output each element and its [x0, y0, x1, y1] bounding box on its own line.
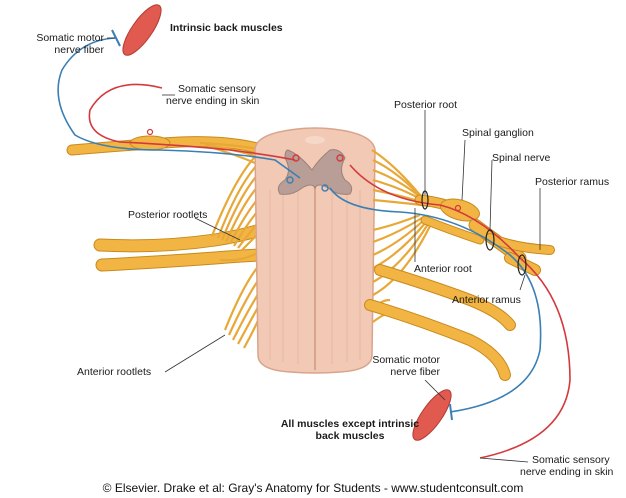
label-somatic-motor-bottom-1: Somatic motor — [372, 354, 440, 366]
label-anterior-root: Anterior root — [414, 263, 472, 275]
limb-muscle — [412, 389, 452, 441]
copyright-caption: © Elsevier. Drake et al: Gray's Anatomy … — [102, 481, 524, 495]
label-somatic-motor-top-2: nerve fiber — [54, 44, 104, 56]
sensory-fiber-top — [88, 83, 296, 161]
label-anterior-rootlets: Anterior rootlets — [77, 366, 152, 378]
label-all-muscles-1: All muscles except intrinsic — [280, 418, 420, 430]
spinal-cord — [254, 127, 376, 374]
leader-lines — [107, 37, 541, 463]
lower-right-nerves — [364, 264, 516, 381]
posterior-nerve-left — [66, 135, 271, 156]
label-anterior-ramus: Anterior ramus — [452, 294, 521, 306]
label-somatic-sensory-bottom-2: nerve ending in skin — [520, 466, 614, 478]
neuron-cells — [146, 128, 462, 212]
right-nerve-trunk — [414, 194, 555, 276]
label-all-muscles-2: back muscles — [315, 430, 385, 442]
label-somatic-sensory-bottom-1: Somatic sensory — [532, 454, 610, 466]
label-intrinsic-back-muscles: Intrinsic back muscles — [170, 22, 283, 34]
label-posterior-ramus: Posterior ramus — [535, 176, 610, 188]
label-somatic-sensory-top-1: Somatic sensory — [178, 83, 256, 95]
label-posterior-root: Posterior root — [394, 99, 458, 111]
label-somatic-motor-bottom-2: nerve fiber — [390, 366, 440, 378]
anterior-rootlets-left — [219, 249, 264, 349]
label-posterior-rootlets: Posterior rootlets — [128, 209, 208, 221]
label-spinal-nerve: Spinal nerve — [492, 152, 551, 164]
label-spinal-ganglion: Spinal ganglion — [462, 127, 534, 139]
label-somatic-motor-top-1: Somatic motor — [36, 32, 104, 44]
right-fibers — [329, 164, 571, 459]
left-lower-nerves — [93, 223, 267, 272]
label-somatic-sensory-top-2: nerve ending in skin — [166, 95, 260, 107]
intrinsic-back-muscle — [122, 4, 162, 56]
motor-fiber-top — [57, 29, 301, 179]
